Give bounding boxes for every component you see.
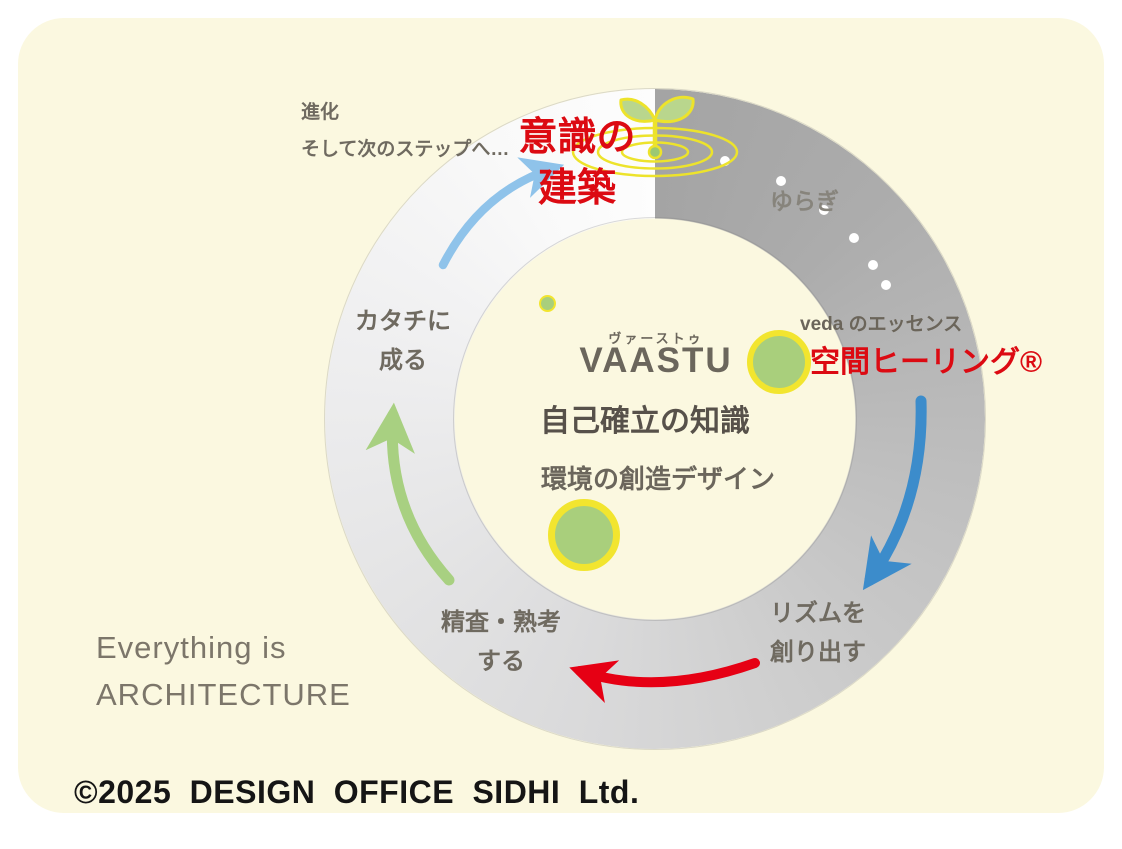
label-scrutinize-line2: する [477,648,525,675]
sprout-with-ripples-icon [571,95,739,178]
label-space-healing: 空間ヒーリング® [810,346,1043,379]
sprout-right-leaf [653,95,695,123]
slogan-line2: ARCHITECTURE [96,677,351,712]
label-consciousness-line2: 建築 [537,167,617,210]
label-environment-creative-design: 環境の創造デザイン [540,464,776,494]
label-create-rhythm: リズムを 創り出す [770,594,866,672]
label-vaastu-furigana: ヴァーストゥ [608,331,704,346]
label-vaastu: VAASTU [579,341,733,380]
slogan: Everything is ARCHITECTURE [96,624,351,718]
fluctuation-dot [720,156,730,166]
sprout-left-leaf [619,97,657,123]
green-marker-circle-environment [548,499,620,571]
fluctuation-dot [849,233,859,243]
label-consciousness-line1: 意識の [518,116,636,159]
fluctuation-dot [868,260,878,270]
label-create-rhythm-line1: リズムを [770,600,866,627]
fluctuation-dot [881,280,891,290]
fluctuation-dot [819,205,829,215]
label-consciousness-architecture: 意識の 建築 [518,112,635,214]
sprout-seed [647,144,663,160]
green-marker-dot-small [539,295,556,312]
label-take-form-line2: 成る [379,347,427,374]
label-take-form: カタチに 成る [355,302,451,380]
copyright: ©2025 DESIGN OFFICE SIDHI Ltd. [74,774,640,810]
label-create-rhythm-line2: 創り出す [770,639,866,666]
label-take-form-line1: カタチに [355,308,451,335]
label-veda-essence: veda のエッセンス [800,314,963,335]
label-evolution: 進化 そして次のステップへ… [301,94,509,168]
slogan-line1: Everything is [96,630,287,665]
everything-is-architecture-diagram: { "outer_cycle": { "evolution_line1": "進… [18,18,1104,813]
label-self-establishment-knowledge: 自己確立の知識 [540,405,750,438]
label-evolution-line1: 進化 [301,102,340,123]
label-scrutinize-line1: 精査・熟考 [441,609,561,636]
diagram-card: 進化 そして次のステップへ… 意識の 建築 ゆらぎ veda のエッセンス 空間… [18,18,1104,813]
label-fluctuation: ゆらぎ [770,188,839,214]
green-marker-circle-healing [747,330,811,394]
fluctuation-dot [776,176,786,186]
label-evolution-line2: そして次のステップへ… [301,139,510,160]
label-scrutinize: 精査・熟考 する [441,603,561,681]
